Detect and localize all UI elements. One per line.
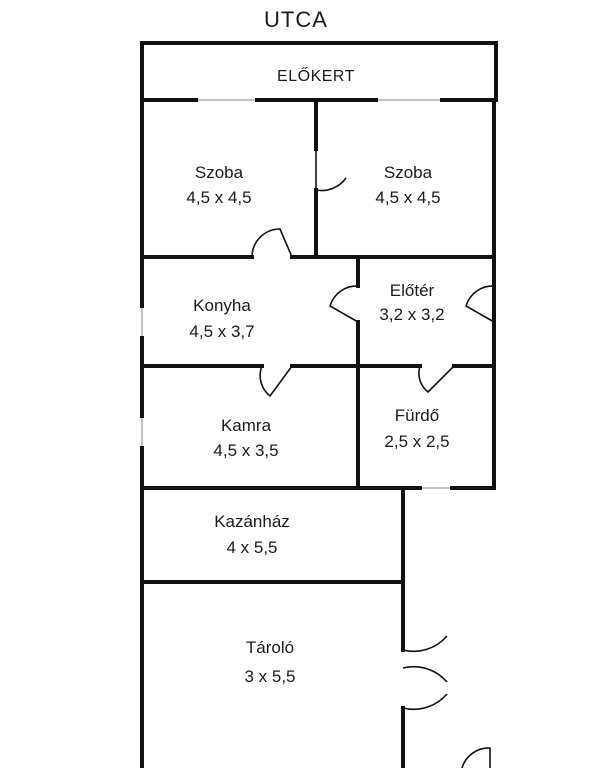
door-szoba-szoba (315, 149, 347, 192)
room-size-tarolo: 3 x 5,5 (244, 667, 295, 686)
windows (140, 98, 450, 490)
room-size-szoba-left: 4,5 x 4,5 (186, 188, 251, 207)
front-garden-label: ELŐKERT (277, 66, 355, 85)
door-eloter-furdo (418, 365, 455, 394)
room-name-konyha: Konyha (193, 296, 251, 315)
door-lower-right (461, 747, 491, 768)
front-garden-outline (140, 41, 498, 102)
door-konyha-eloter (329, 285, 359, 323)
room-size-furdo: 2,5 x 2,5 (384, 432, 449, 451)
walls (140, 41, 498, 768)
door-konyha-kamra (259, 365, 293, 398)
door-tarolo-double (402, 635, 448, 711)
room-size-eloter: 3,2 x 3,2 (379, 305, 444, 324)
door-eloter-entrance (465, 285, 495, 323)
room-name-eloter: Előtér (390, 281, 435, 300)
room-name-szoba-left: Szoba (195, 163, 244, 182)
room-size-kazanhaz: 4 x 5,5 (226, 538, 277, 557)
room-size-szoba-right: 4,5 x 4,5 (375, 188, 440, 207)
room-name-szoba-right: Szoba (384, 163, 433, 182)
room-size-konyha: 4,5 x 3,7 (189, 322, 254, 341)
room-name-furdo: Fürdő (395, 406, 439, 425)
room-name-tarolo: Tároló (246, 638, 294, 657)
room-name-kazanhaz: Kazánház (214, 512, 290, 531)
door-szoba-konyha (251, 228, 293, 258)
room-size-kamra: 4,5 x 3,5 (213, 441, 278, 460)
room-name-kamra: Kamra (221, 416, 272, 435)
street-label: UTCA (264, 7, 328, 32)
doors (251, 149, 495, 768)
